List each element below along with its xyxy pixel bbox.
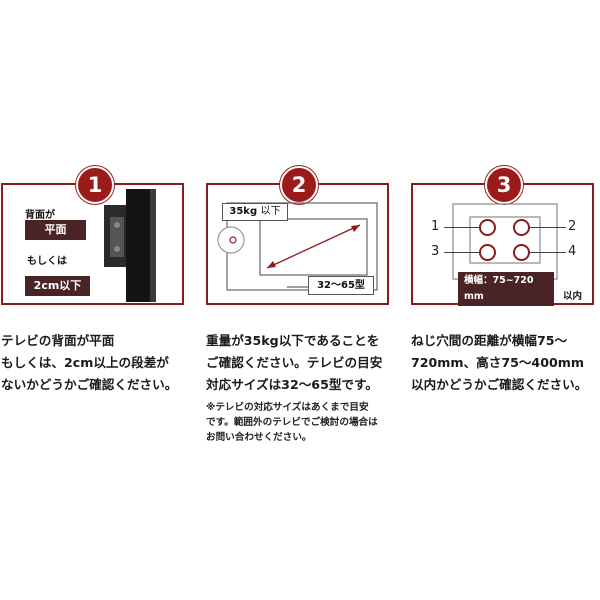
diagonal-arrow [266, 224, 361, 269]
bracket-screw [114, 246, 120, 252]
caption-3-line: ねじ穴間の距離が横幅75～ [411, 333, 568, 348]
caption-3-line: 720mm、高さ75～400mm [411, 355, 584, 370]
note-2-line: ※テレビの対応サイズはあくまで目安 [206, 402, 369, 413]
bracket-screw [114, 222, 120, 228]
label-step: 2cm以下 [25, 276, 90, 296]
screw-hole-3 [479, 244, 496, 261]
weight-dot [229, 236, 237, 244]
note-2-line: お問い合わせください。 [206, 432, 312, 443]
hole-frame-illustration [452, 203, 558, 280]
hole-line-3 [444, 252, 480, 253]
caption-3-line: 以内かどうかご確認ください。 [411, 377, 588, 392]
tv-screen [259, 218, 368, 276]
step-badge-1: 1 [76, 166, 114, 204]
caption-2: 重量が35kg以下であることを ご確認ください。テレビの目安 対応サイズは32～… [206, 330, 382, 396]
caption-1-line: ないかどうかご確認ください。 [1, 377, 178, 392]
spec-vertical: 高さ：75~400 mm [464, 307, 534, 334]
tv-frame [126, 189, 152, 302]
hole-line-4 [528, 252, 566, 253]
note-2: ※テレビの対応サイズはあくまで目安 です。範囲外のテレビでご検討の場合は お問い… [206, 400, 378, 445]
hole-label-2: 2 [568, 219, 577, 234]
hole-line-1 [444, 227, 480, 228]
screw-hole-2 [513, 219, 530, 236]
spec-box: 横幅：75~720 mm 高さ：75~400 mm [458, 272, 554, 334]
caption-1: テレビの背面が平面 もしくは、2cm以上の段差が ないかどうかご確認ください。 [1, 330, 177, 396]
caption-2-line: ご確認ください。テレビの目安 [206, 355, 383, 370]
label-weight-box: 35kg 以下 [222, 203, 288, 221]
step-badge-3: 3 [485, 166, 523, 204]
hole-label-4: 4 [568, 244, 577, 259]
hole-label-1: 1 [431, 219, 440, 234]
caption-1-line: テレビの背面が平面 [1, 333, 115, 348]
outer-frame [452, 203, 558, 280]
tv-side-illustration [104, 189, 156, 302]
spec-horizontal: 横幅：75~720 mm [464, 275, 534, 302]
tv-bracket-plate [110, 217, 124, 257]
label-or: もしくは [27, 256, 67, 267]
tv-edge [150, 189, 156, 302]
inner-frame [469, 216, 541, 264]
arrow-head [267, 261, 276, 268]
caption-2-line: 対応サイズは32～65型です。 [206, 377, 378, 392]
screw-hole-1 [479, 219, 496, 236]
caption-3: ねじ穴間の距離が横幅75～ 720mm、高さ75～400mm 以内かどうかご確認… [411, 330, 587, 396]
spec-within: 以内 [563, 291, 583, 302]
weight-circle [217, 226, 245, 254]
hole-line-2 [528, 227, 566, 228]
caption-1-line: もしくは、2cm以上の段差が [1, 355, 169, 370]
screw-hole-4 [513, 244, 530, 261]
arrow-head [351, 225, 360, 232]
caption-2-line: 重量が35kg以下であることを [206, 333, 380, 348]
label-weight-suffix: 以下 [260, 206, 281, 217]
label-size: 32～65型 [308, 276, 374, 295]
hole-label-3: 3 [431, 244, 440, 259]
note-2-line: です。範囲外のテレビでご検討の場合は [206, 417, 378, 428]
label-weight: 35kg [229, 206, 258, 217]
tv-front-illustration [217, 202, 378, 291]
label-flat: 平面 [25, 220, 86, 240]
label-back: 背面が [25, 210, 55, 221]
